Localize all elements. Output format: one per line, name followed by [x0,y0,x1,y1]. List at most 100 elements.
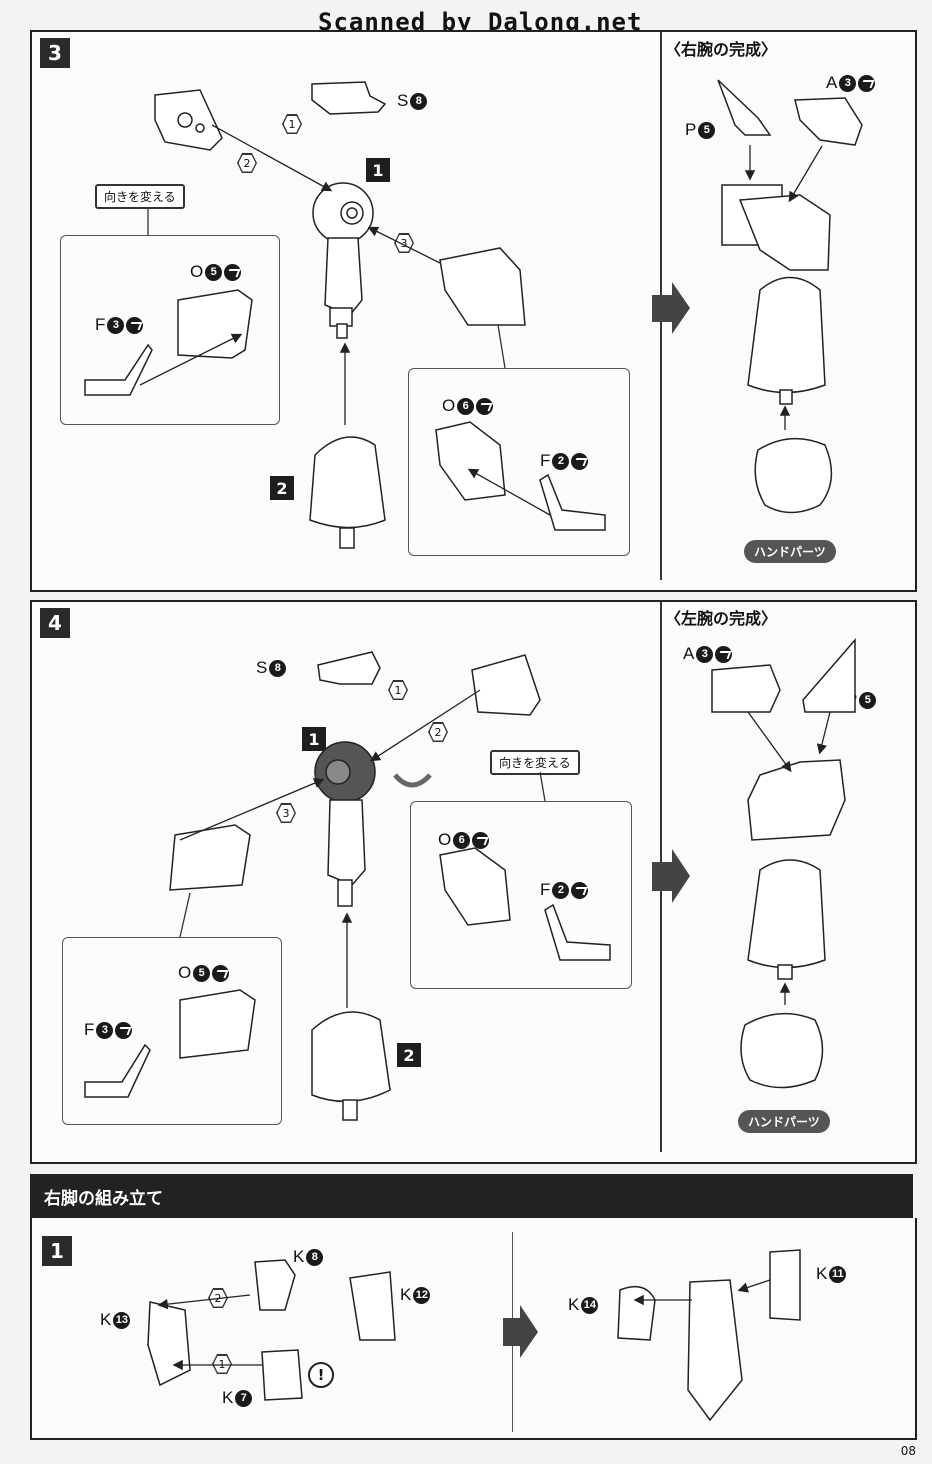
step3-assembly-1: 1 [366,158,390,182]
page-number: 08 [900,1444,916,1458]
seq-number: 3 [277,804,295,822]
right-arm-result-icon [721,184,833,514]
sheet-icon [571,452,589,470]
part-letter: A [826,73,838,92]
step4-label-o6: O 6 [438,830,490,850]
sheet-icon [571,881,589,899]
step3-seq-1: 1 [282,114,302,134]
step4-label-s8: S 8 [256,658,287,678]
step4-label-f2: F 2 [540,880,589,900]
part-number: 5 [193,964,211,982]
warning-mark: ! [308,1362,334,1388]
part-letter: O [178,963,192,982]
part-letter: K [816,1264,828,1283]
leg-seq-1: 1 [212,1354,232,1374]
seq-number: 1 [213,1355,231,1373]
step4-seq-1: 1 [388,680,408,700]
part-number: 8 [410,92,428,110]
part-letter: O [442,396,456,415]
part-letter: F [540,880,551,899]
left-arm-result-icon [740,759,846,1089]
step3-number: 3 [40,38,70,68]
part-number: 13 [113,1311,131,1329]
leg-label-k7: K 7 [222,1388,253,1408]
part-number: 11 [829,1265,847,1283]
part-number: 7 [235,1389,253,1407]
part-letter: F [84,1020,95,1039]
armor-piece-icon [439,247,526,326]
leg-section-title: 右脚の組み立て [44,1188,163,1209]
forearm-icon [309,436,386,549]
part-number: 6 [453,831,471,849]
step4-rotate-callout: 向きを変える [490,750,580,775]
part-number: 5 [859,691,877,709]
part-number: 5 [205,263,223,281]
part-letter: S [397,91,409,110]
next-arrow-icon [503,1305,538,1358]
part-letter: O [438,830,452,849]
leg-parts-icon [147,1249,801,1422]
leg-label-k11: K 11 [816,1264,847,1284]
leg-section-header: 右脚の組み立て [30,1174,913,1218]
part-number: 3 [96,1021,114,1039]
step4-seq-2: 2 [428,722,448,742]
part-number: 12 [413,1286,431,1304]
left-shoulder-joint-icon [314,741,376,907]
part-letter: K [100,1310,112,1329]
part-number: 3 [696,645,714,663]
part-number: 3 [839,74,857,92]
step4-assembly-2: 2 [397,1043,421,1067]
step4-label-o5: O 5 [178,963,230,983]
sheet-icon [126,316,144,334]
part-letter: K [568,1295,580,1314]
step4-assembly-1: 1 [302,727,326,751]
step3-label-a3: A 3 [826,73,876,93]
step3-label-o6: O 6 [442,396,494,416]
part-letter: K [400,1285,412,1304]
part-letter: A [683,644,695,663]
rotate-arrow-icon [393,773,432,788]
step4-label-f3: F 3 [84,1020,133,1040]
next-arrow-icon [652,849,690,903]
leg-label-k13: K 13 [100,1310,131,1330]
step4-seq-3: 3 [276,803,296,823]
part-number: 8 [269,659,287,677]
step3-hand-parts-badge: ハンドパーツ [744,540,836,563]
seq-number: 2 [238,154,256,172]
part-letter: O [190,262,204,281]
leg-label-k8: K 8 [293,1247,324,1267]
part-number: 3 [107,316,125,334]
sheet-icon [212,964,230,982]
step3-rotate-callout: 向きを変える [95,184,185,209]
part-number: 8 [306,1248,324,1266]
step3-label-s8: S 8 [397,91,428,111]
part-letter: S [256,658,268,677]
part-letter: F [540,451,551,470]
s8-piece-icon [311,81,387,115]
seq-number: 1 [389,681,407,699]
step3-seq-2: 2 [237,153,257,173]
sheet-icon [224,263,242,281]
step3-result-title: 〈右腕の完成〉 [665,40,778,59]
step3-label-f3: F 3 [95,315,144,335]
part-number: 14 [581,1296,599,1314]
step4-number: 4 [40,608,70,638]
part-letter: K [293,1247,305,1266]
step3-label-o5: O 5 [190,262,242,282]
part-number: 2 [552,881,570,899]
bracket-part-icon [154,89,223,151]
part-number: 2 [552,452,570,470]
step4-hand-parts-badge: ハンドパーツ [738,1110,830,1133]
sheet-icon [472,831,490,849]
sheet-icon [115,1021,133,1039]
part-number: 5 [698,121,716,139]
shoulder-joint-icon [312,182,374,339]
step3-label-p5: P 5 [685,120,716,140]
sheet-icon [715,645,733,663]
seq-number: 2 [429,723,447,741]
leg-label-k14: K 14 [568,1295,599,1315]
part-letter: K [222,1388,234,1407]
leg-label-k12: K 12 [400,1285,431,1305]
seq-number: 1 [283,115,301,133]
